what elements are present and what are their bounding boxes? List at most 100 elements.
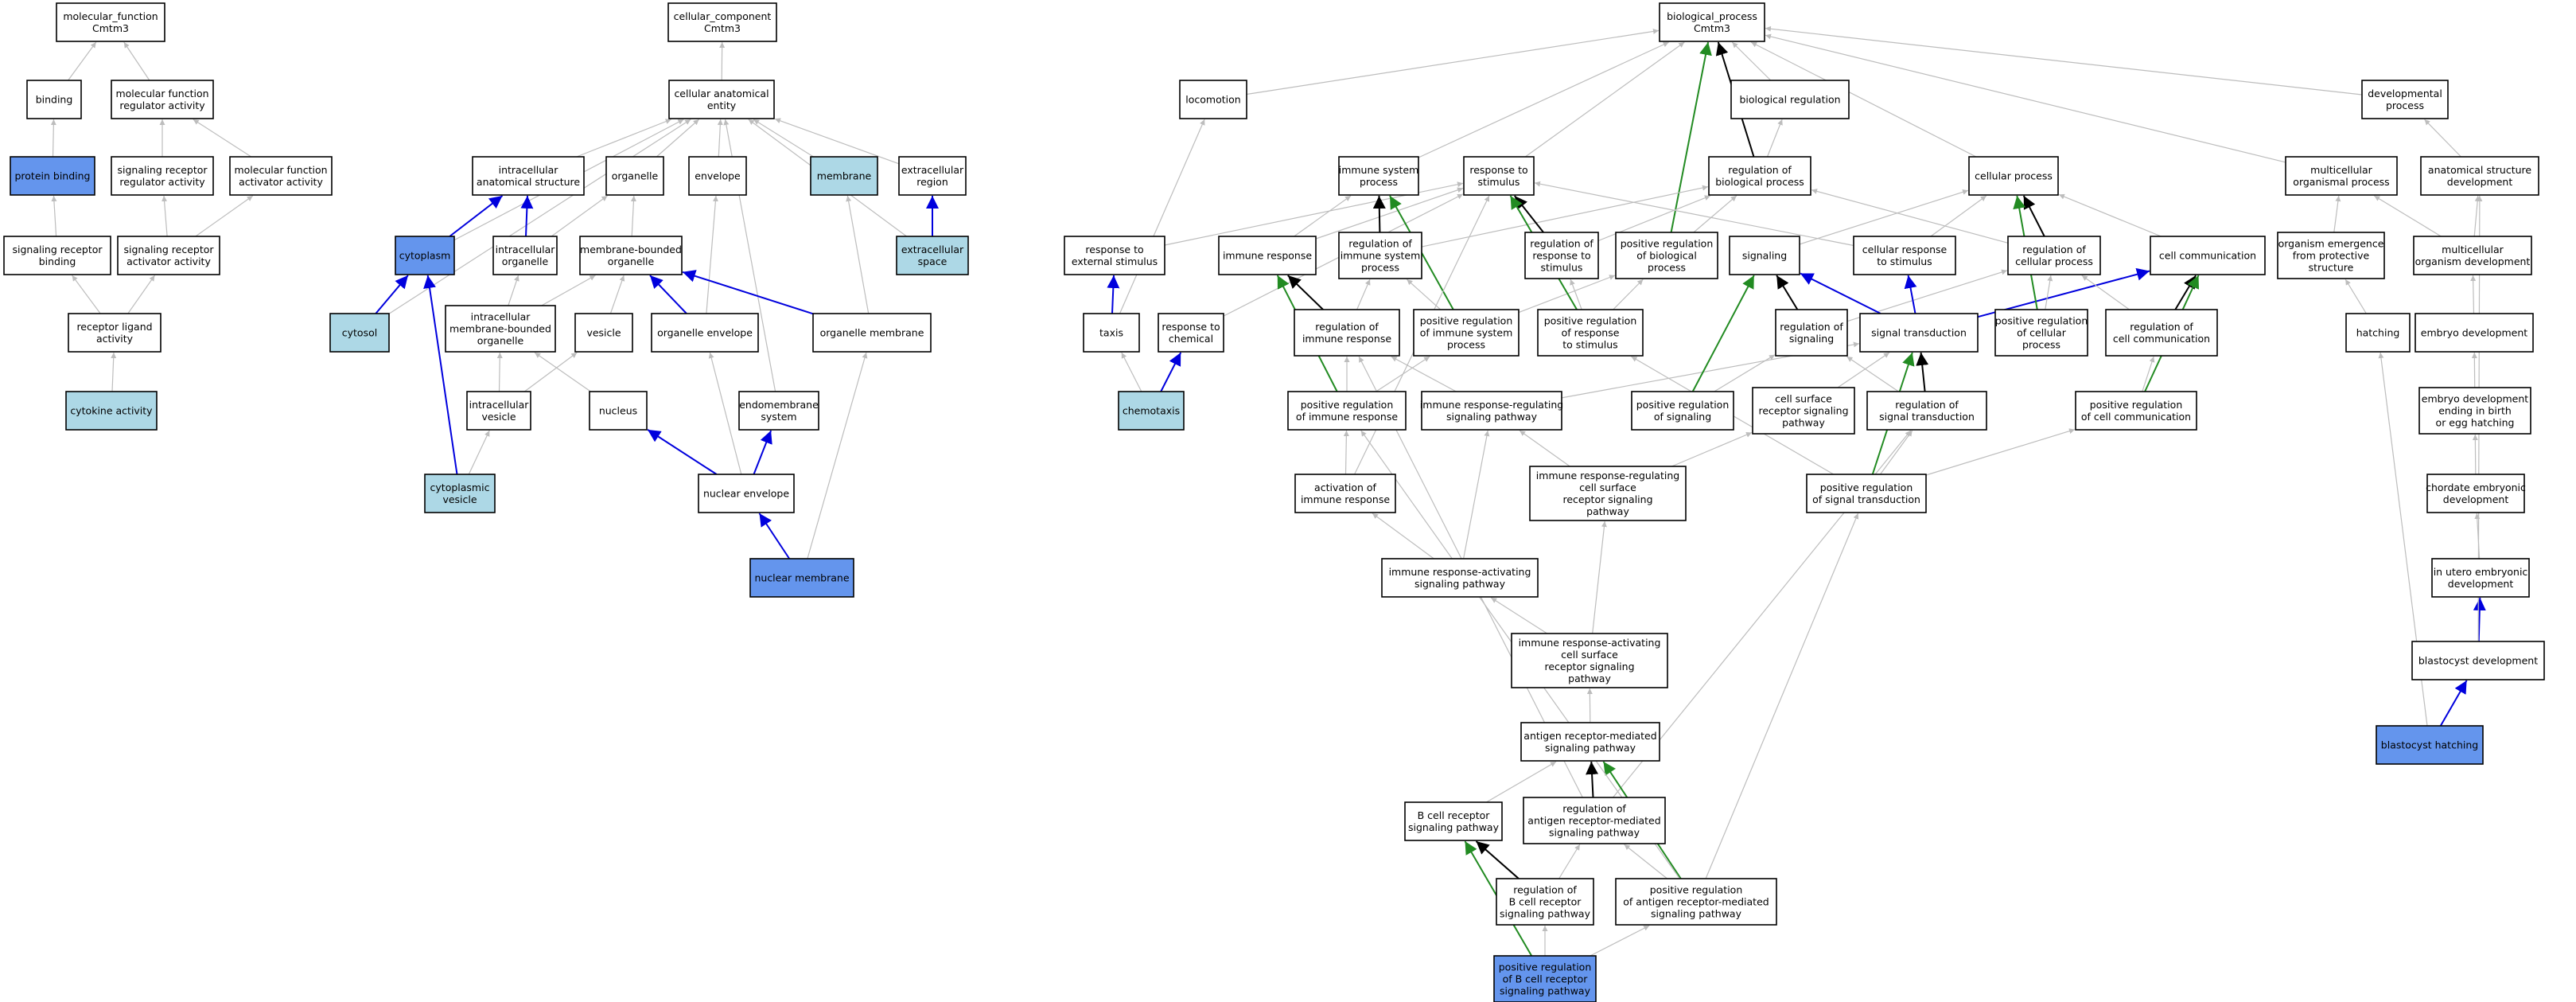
node-box — [749, 558, 854, 598]
go-term-node[interactable]: envelope — [688, 156, 747, 196]
edge-is-a — [50, 119, 56, 158]
go-term-node[interactable]: vesicle — [574, 313, 633, 353]
go-term-node[interactable]: cellular process — [1968, 156, 2059, 196]
node-box — [1496, 878, 1594, 926]
go-term-node[interactable]: hatching — [2345, 313, 2411, 353]
go-term-node[interactable]: embryo development — [2415, 313, 2534, 353]
node-label: hatching — [2356, 327, 2400, 339]
go-term-node[interactable]: locomotion — [1179, 80, 1247, 119]
edge-is-a — [508, 275, 519, 306]
node-box — [1294, 474, 1396, 513]
node-label: cell surface — [1579, 482, 1636, 493]
go-term-node[interactable]: signal transduction — [1859, 313, 1979, 353]
go-term-node[interactable]: nucleus — [589, 391, 648, 431]
go-term-node[interactable]: cytosol — [329, 313, 390, 353]
go-term-node[interactable]: protein binding — [10, 156, 95, 196]
go-term-node[interactable]: biological regulation — [1730, 80, 1850, 119]
node-box — [738, 391, 819, 431]
go-term-node[interactable]: cell communication — [2150, 236, 2266, 275]
go-term-node[interactable]: organelle membrane — [812, 313, 932, 353]
go-term-node[interactable]: immune response — [1218, 236, 1317, 275]
go-term-node[interactable]: cytoplasm — [395, 236, 455, 275]
go-term-node[interactable]: nuclear envelope — [698, 474, 795, 513]
go-term-node[interactable]: membrane — [810, 156, 878, 196]
go-term-node[interactable]: taxis — [1083, 313, 1140, 353]
go-term-node[interactable]: blastocyst hatching — [2376, 725, 2484, 765]
go-term-node[interactable]: binding — [26, 80, 82, 119]
node-box — [1866, 391, 1987, 431]
node-label: entity — [707, 99, 737, 111]
go-term-node[interactable]: chemotaxis — [1118, 391, 1185, 431]
go-term-node[interactable]: blastocyst development — [2411, 641, 2545, 680]
go-term-node[interactable]: organelle — [605, 156, 664, 196]
edge-is-a — [774, 118, 900, 165]
go-term-node[interactable]: nuclear membrane — [749, 558, 854, 598]
go-term-node[interactable]: organelle envelope — [651, 313, 759, 353]
node-label: receptor signaling — [1544, 661, 1634, 673]
node-label: intracellular — [471, 311, 531, 323]
go-term-node[interactable]: signaling — [1729, 236, 1800, 275]
go-term-node[interactable]: cytokine activity — [65, 391, 158, 431]
